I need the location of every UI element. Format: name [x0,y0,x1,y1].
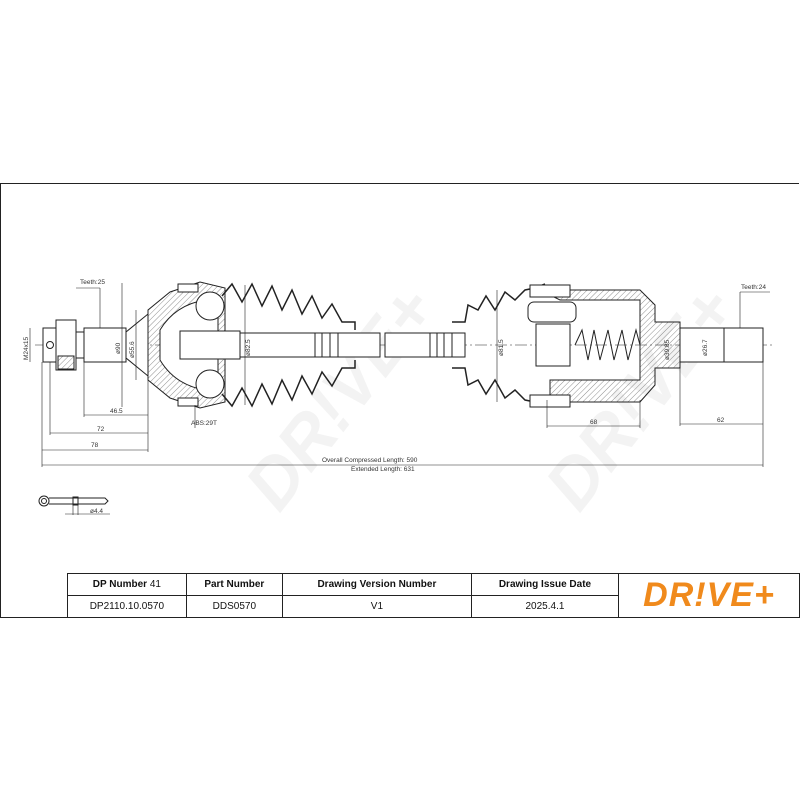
version-value: V1 [281,595,472,618]
teeth-right-label: Teeth:24 [741,284,766,291]
dim-46-5: 46.5 [110,408,123,415]
outer-stub-shaft [42,312,149,378]
issue-date-header: Drawing Issue Date [470,573,620,596]
teeth-left-label: Teeth:25 [80,279,105,286]
dp-number-value: DP2110.10.0570 [67,595,187,618]
dim-62: 62 [717,417,725,424]
inner-tripod-joint [527,284,681,408]
outer-boot [221,282,356,408]
spring [574,328,641,361]
pin-diameter-label: ø4.4 [90,508,103,515]
abs-ring-label: ABS:29T [191,420,217,427]
inner-boot [452,283,546,407]
svg-text:DR!VE+: DR!VE+ [230,272,451,524]
diameter-39-85-label: ø39.85 [664,339,671,360]
dim-72: 72 [97,426,105,433]
thread-label: M24x15 [23,336,30,360]
outer-cv-joint [147,281,241,409]
cotter-pin [38,495,110,515]
issue-date-value: 2025.4.1 [470,595,620,618]
diameter-90-label: ø90 [115,342,122,354]
diameter-82-5-label: ø82.5 [245,339,252,356]
spline-section [83,327,127,363]
diameter-55-6-label: ø55.6 [129,341,136,358]
extended-length-label: Extended Length: 631 [351,466,415,473]
intermediate-shaft [239,332,466,358]
diameter-26-7-label: ø26.7 [702,339,709,356]
diameter-81-5-label: ø81.5 [498,339,505,356]
dim-68: 68 [590,419,598,426]
brand-logo: DR!VE+ [618,573,800,618]
dimension-lines [29,283,770,467]
part-number-header: Part Number [185,573,283,596]
inner-stub-shaft [679,327,764,363]
drawing-frame [0,183,799,618]
overall-length-label: Overall Compressed Length: 590 [322,457,418,464]
dim-78: 78 [91,442,99,449]
dp-number-header: DP Number 41 [67,573,187,596]
version-header: Drawing Version Number [281,573,472,596]
part-number-value: DDS0570 [185,595,283,618]
watermark: DR!VE+ DR!VE+ [230,272,751,524]
title-block: DP Number 41 Part Number Drawing Version… [67,573,800,618]
